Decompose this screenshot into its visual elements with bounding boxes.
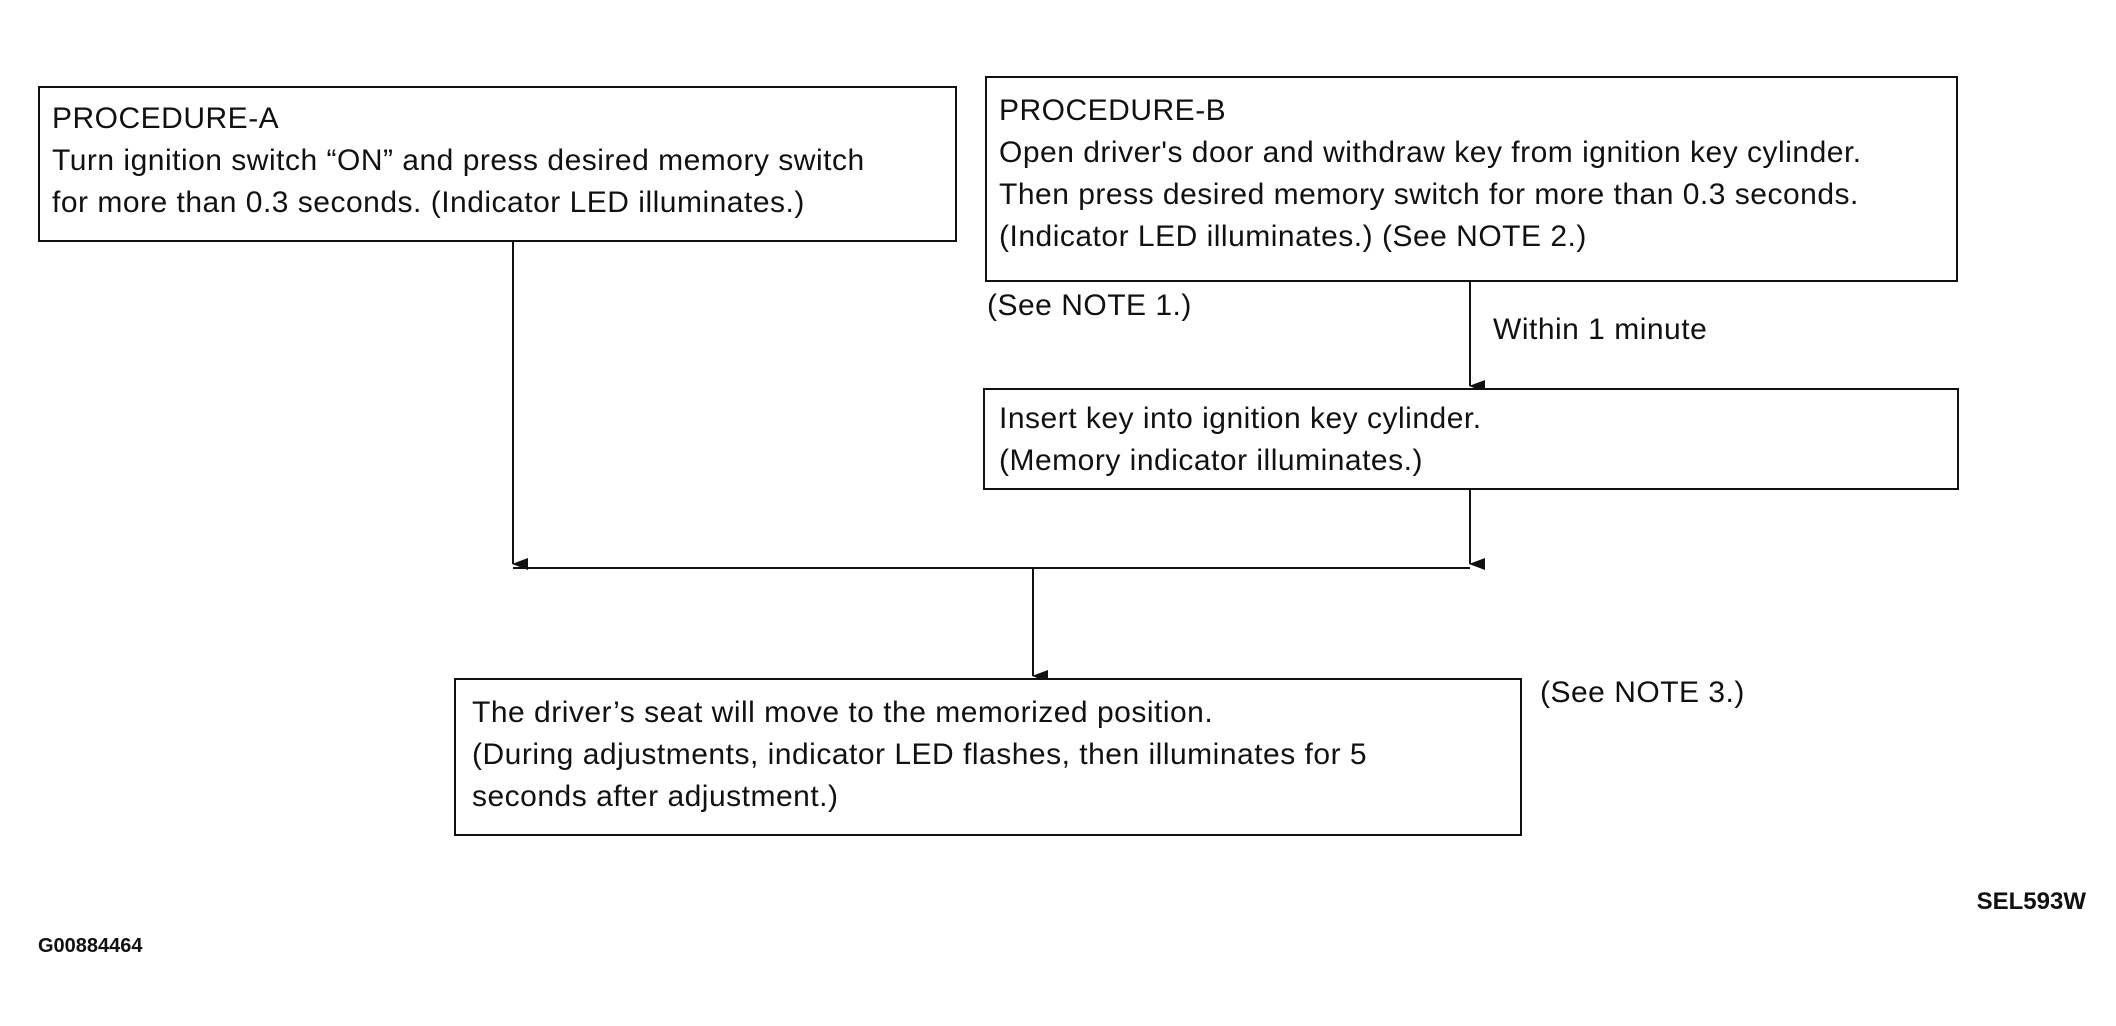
figure-code: SEL593W: [1976, 888, 2086, 915]
result-line-1: The driver’s seat will move to the memor…: [472, 696, 1214, 729]
result-line-2: (During adjustments, indicator LED flash…: [472, 738, 1368, 771]
procedure-a-line-1: Turn ignition switch “ON” and press desi…: [52, 144, 865, 177]
procedure-b-line-1: Open driver's door and withdraw key from…: [999, 136, 1862, 169]
within-1-minute-label: Within 1 minute: [1493, 313, 1708, 346]
procedure-b-line-2: Then press desired memory switch for mor…: [999, 178, 1859, 211]
procedure-a-line-2: for more than 0.3 seconds. (Indicator LE…: [52, 186, 805, 219]
insert-key-line-2: (Memory indicator illuminates.): [999, 444, 1423, 477]
note-1-label: (See NOTE 1.): [987, 289, 1192, 322]
note-3-label: (See NOTE 3.): [1540, 676, 1745, 709]
result-box: The driver’s seat will move to the memor…: [454, 678, 1522, 836]
procedure-b-title: PROCEDURE-B: [999, 94, 1227, 127]
procedure-b-line-3: (Indicator LED illuminates.) (See NOTE 2…: [999, 220, 1587, 253]
result-line-3: seconds after adjustment.): [472, 780, 839, 813]
procedure-b-box: PROCEDURE-B Open driver's door and withd…: [985, 76, 1958, 282]
insert-key-line-1: Insert key into ignition key cylinder.: [999, 402, 1482, 435]
insert-key-box: Insert key into ignition key cylinder. (…: [983, 388, 1959, 490]
procedure-a-title: PROCEDURE-A: [52, 102, 280, 135]
procedure-a-box: PROCEDURE-A Turn ignition switch “ON” an…: [38, 86, 957, 242]
graphic-id: G00884464: [38, 935, 143, 957]
